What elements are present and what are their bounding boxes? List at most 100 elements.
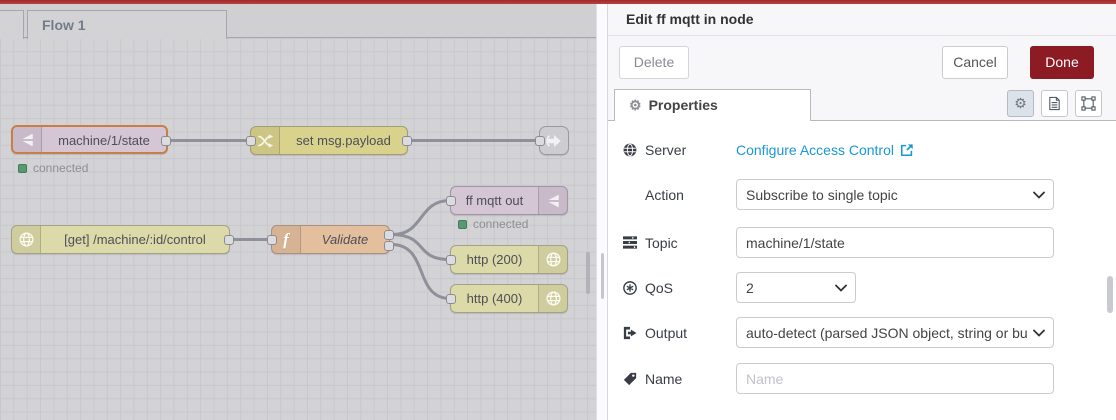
configure-access-control-link[interactable]: Configure Access Control bbox=[736, 142, 914, 158]
node-change[interactable]: set msg.payload bbox=[246, 126, 412, 155]
node-status-mqtt-in: connected bbox=[18, 161, 88, 175]
canvas-scrollbar[interactable] bbox=[586, 252, 590, 294]
output-port[interactable] bbox=[224, 235, 234, 245]
output-label: Output bbox=[645, 324, 688, 341]
field-row-topic: Topic bbox=[623, 227, 1116, 258]
globe-icon bbox=[18, 232, 34, 247]
status-text: connected bbox=[33, 161, 89, 175]
action-label-group: Action bbox=[623, 187, 736, 203]
node-label: Validate bbox=[321, 232, 369, 247]
input-port[interactable] bbox=[446, 294, 456, 304]
properties-form: Server Configure Access Control Action S… bbox=[608, 121, 1116, 394]
name-label-group: Name bbox=[623, 371, 736, 387]
chevron-down-icon bbox=[1033, 329, 1045, 337]
node-mqtt-out[interactable]: ff mqtt out bbox=[446, 186, 568, 215]
done-button[interactable]: Done bbox=[1030, 45, 1094, 79]
field-row-server: Server Configure Access Control bbox=[623, 134, 1116, 165]
server-label-group: Server bbox=[623, 142, 736, 158]
node-status-mqtt-out: connected bbox=[458, 217, 528, 231]
input-port[interactable] bbox=[267, 235, 277, 245]
field-row-name: Name bbox=[623, 363, 1116, 394]
mqtt-icon bbox=[22, 133, 33, 146]
chevron-down-icon bbox=[1033, 191, 1045, 199]
input-port[interactable] bbox=[246, 136, 256, 146]
topic-label-group: Topic bbox=[623, 235, 736, 251]
chevron-down-icon bbox=[835, 284, 847, 292]
document-icon bbox=[1049, 96, 1060, 111]
qos-label-group: QoS bbox=[623, 280, 736, 296]
tag-icon bbox=[623, 372, 637, 385]
status-dot bbox=[458, 219, 467, 229]
node-mqtt-in[interactable]: machine/1/state bbox=[11, 125, 171, 154]
resize-grip[interactable] bbox=[601, 253, 604, 299]
tab-properties-label: Properties bbox=[648, 97, 718, 113]
output-port-1[interactable] bbox=[384, 230, 394, 240]
node-label: machine/1/state bbox=[58, 133, 150, 148]
topic-label: Topic bbox=[645, 234, 678, 251]
cancel-button[interactable]: Cancel bbox=[942, 45, 1008, 79]
panel-scrollbar-thumb[interactable] bbox=[1107, 276, 1113, 313]
node-http-400[interactable]: http (400) bbox=[446, 284, 568, 313]
appearance-button[interactable] bbox=[1075, 90, 1102, 117]
shuffle-icon bbox=[258, 133, 274, 148]
panel-resize-handle[interactable] bbox=[596, 4, 607, 420]
server-label: Server bbox=[645, 141, 687, 158]
panel-button-row: Delete Cancel Done bbox=[608, 36, 1116, 88]
panel-title: Edit ff mqtt in node bbox=[608, 4, 1116, 36]
name-input[interactable] bbox=[736, 363, 1054, 394]
mqtt-icon bbox=[548, 194, 559, 207]
output-label-group: Output bbox=[623, 325, 736, 341]
output-port[interactable] bbox=[402, 136, 412, 146]
node-http-200[interactable]: http (200) bbox=[446, 245, 568, 274]
name-label: Name bbox=[645, 370, 683, 387]
topic-input[interactable] bbox=[736, 227, 1054, 258]
field-row-output: Output auto-detect (parsed JSON object, … bbox=[623, 317, 1116, 348]
flow-tab[interactable]: Flow 1 bbox=[27, 10, 227, 39]
flow-tabbar: Flow 1 bbox=[0, 4, 601, 39]
node-label: [get] /machine/:id/control bbox=[64, 232, 206, 247]
sign-out-icon bbox=[623, 326, 637, 339]
output-port-2[interactable] bbox=[384, 241, 394, 251]
status-dot bbox=[18, 163, 27, 173]
qos-icon bbox=[623, 280, 637, 295]
globe-icon bbox=[545, 252, 561, 267]
panel-scrollbar[interactable] bbox=[1106, 120, 1113, 420]
globe-icon bbox=[545, 291, 561, 306]
action-label: Action bbox=[645, 186, 684, 203]
node-label: http (400) bbox=[466, 291, 523, 306]
edit-node-panel: Edit ff mqtt in node Delete Cancel Done … bbox=[607, 4, 1116, 420]
delete-button[interactable]: Delete bbox=[619, 45, 689, 79]
status-text: connected bbox=[473, 217, 529, 231]
input-port[interactable] bbox=[446, 196, 456, 206]
globe-icon bbox=[623, 143, 637, 156]
flow-tab-label: Flow 1 bbox=[42, 17, 86, 33]
output-port[interactable] bbox=[161, 136, 171, 146]
flow-tab-stub[interactable] bbox=[0, 10, 24, 39]
node-label: http (200) bbox=[466, 252, 523, 267]
output-select[interactable]: auto-detect (parsed JSON object, string … bbox=[736, 317, 1054, 348]
action-select[interactable]: Subscribe to single topic bbox=[736, 179, 1054, 210]
tasks-icon bbox=[623, 236, 637, 249]
node-http-in[interactable]: [get] /machine/:id/control bbox=[11, 225, 234, 254]
node-label: ff mqtt out bbox=[465, 193, 524, 208]
gear-icon: ⚙ bbox=[1014, 95, 1027, 111]
panel-tab-row: ⚙ Properties ⚙ bbox=[608, 88, 1116, 121]
qos-select[interactable]: 2 bbox=[736, 272, 856, 303]
input-port[interactable] bbox=[535, 136, 545, 146]
input-port[interactable] bbox=[446, 255, 456, 265]
function-icon: f bbox=[283, 230, 289, 249]
node-settings-button[interactable]: ⚙ bbox=[1007, 90, 1034, 117]
flow-canvas[interactable]: Flow 1 machine/1/state connected bbox=[0, 0, 601, 420]
node-link-out[interactable] bbox=[535, 126, 569, 155]
selection-frame-icon bbox=[1081, 96, 1096, 111]
tab-properties[interactable]: ⚙ Properties bbox=[614, 89, 811, 121]
field-row-action: Action Subscribe to single topic bbox=[623, 179, 1116, 210]
field-row-qos: QoS 2 bbox=[623, 272, 1116, 303]
gear-icon: ⚙ bbox=[629, 97, 642, 113]
node-function[interactable]: f Validate bbox=[267, 225, 394, 254]
window-accent-bar bbox=[0, 0, 1116, 4]
link-out-icon bbox=[546, 134, 561, 147]
external-link-icon bbox=[900, 143, 913, 156]
node-description-button[interactable] bbox=[1041, 90, 1068, 117]
node-label: set msg.payload bbox=[296, 133, 391, 148]
